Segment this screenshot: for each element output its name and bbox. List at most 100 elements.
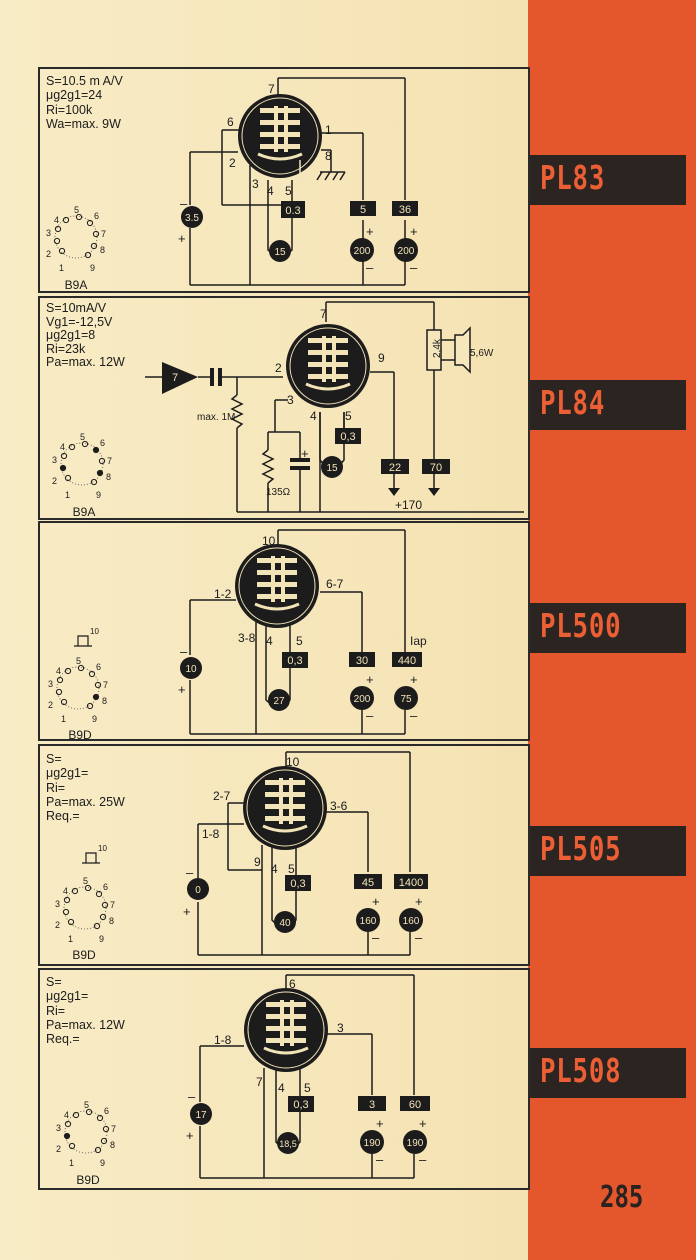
pin-label: 1-8	[202, 827, 220, 841]
tab-label-pl505: PL505	[540, 829, 622, 868]
svg-text:+: +	[372, 894, 380, 909]
heater-current-label: 0.3	[285, 205, 300, 217]
tab-pl508[interactable]	[530, 1048, 686, 1098]
grid-bias-label: 0	[195, 885, 201, 896]
svg-text:+: +	[415, 894, 423, 909]
svg-text:–: –	[410, 708, 418, 723]
spec-line: Vg1=-12,5V	[46, 314, 113, 329]
pin-label: 4	[310, 409, 317, 423]
pin-label: 4	[271, 862, 278, 876]
screen-current-label: 22	[389, 462, 401, 474]
specs-pl84: S=10mA/V Vg1=-12,5V μg2g1=8 Ri=23k Pa=ma…	[46, 301, 125, 370]
svg-text:2: 2	[56, 1144, 61, 1154]
svg-text:5: 5	[76, 656, 81, 666]
grid-bias-label: 17	[195, 1110, 207, 1121]
top-cap-icon: 10	[74, 627, 99, 647]
heater-voltage-label: 27	[273, 696, 285, 707]
pin-label: 4	[267, 184, 274, 198]
pin-label: 3-6	[330, 799, 348, 813]
svg-text:6: 6	[96, 662, 101, 672]
svg-text:9: 9	[96, 490, 101, 500]
svg-text:+: +	[366, 224, 374, 239]
tube-panel-pl84	[38, 296, 530, 520]
base-type-label: B9D	[68, 728, 92, 742]
tab-pl500[interactable]	[530, 603, 686, 653]
spec-line: μg2g1=	[46, 989, 89, 1004]
svg-text:–: –	[410, 260, 418, 275]
svg-text:8: 8	[106, 472, 111, 482]
svg-text:7: 7	[107, 456, 112, 466]
tab-pl505[interactable]	[530, 826, 686, 876]
screen-voltage-label: 160	[360, 916, 377, 927]
tab-pl84[interactable]	[530, 380, 686, 430]
specs-pl508: S= μg2g1= Ri= Pa=max. 12W Req.=	[46, 975, 125, 1046]
svg-text:7: 7	[110, 900, 115, 910]
svg-text:–: –	[186, 865, 194, 880]
tab-label-pl83: PL83	[540, 158, 606, 197]
base-type-label: B9D	[72, 948, 96, 962]
supply-voltage-label: +170	[395, 498, 422, 512]
svg-text:2: 2	[48, 700, 53, 710]
tube-panel-pl83	[38, 67, 530, 293]
svg-text:+: +	[410, 224, 418, 239]
svg-text:9: 9	[99, 934, 104, 944]
pin-label: 7	[320, 307, 327, 321]
grid-bias-label: 3.5	[185, 213, 199, 224]
svg-text:+: +	[186, 1128, 194, 1143]
svg-text:7: 7	[111, 1124, 116, 1134]
heater-voltage-label: 15	[326, 463, 338, 474]
svg-text:6: 6	[103, 882, 108, 892]
spec-line: Ri=100k	[46, 102, 93, 117]
pin-label: 5	[288, 862, 295, 876]
anode-current-caption: Iap	[410, 634, 427, 648]
base-type-label: B9A	[73, 505, 96, 519]
pin-label: 1	[325, 123, 332, 137]
pin-label: 7	[256, 1075, 263, 1089]
svg-text:4: 4	[63, 886, 68, 896]
svg-text:9: 9	[90, 263, 95, 273]
anode-current-label: 60	[409, 1099, 421, 1111]
screen-current-label: 45	[362, 877, 374, 889]
spec-line: Ri=	[46, 780, 66, 795]
tab-label-pl84: PL84	[540, 383, 606, 422]
pin-label: 2	[275, 361, 282, 375]
tube-panel-pl500	[38, 521, 530, 741]
spec-line: μg2g1=	[46, 766, 89, 781]
pin-label: 3	[287, 393, 294, 407]
pin-label: 9	[378, 351, 385, 365]
spec-line: S=	[46, 752, 62, 766]
svg-text:5: 5	[80, 432, 85, 442]
pin-label: 5	[304, 1081, 311, 1095]
spec-line: Req.=	[46, 1032, 80, 1047]
pin-label: 5	[285, 184, 292, 198]
screen-current-label: 30	[356, 655, 368, 667]
svg-text:–: –	[372, 930, 380, 945]
driver-label: 7	[172, 372, 178, 384]
pin-label: 2-7	[213, 789, 231, 803]
screen-voltage-label: 190	[364, 1138, 381, 1149]
svg-text:+: +	[183, 904, 191, 919]
tab-pl83[interactable]	[530, 155, 686, 205]
svg-text:1: 1	[61, 714, 66, 724]
svg-text:2: 2	[52, 476, 57, 486]
heater-current-label: 0,3	[340, 431, 355, 443]
pin-label: 9	[254, 855, 261, 869]
spec-line: Pa=max. 12W	[46, 1017, 125, 1032]
svg-text:+: +	[178, 231, 186, 246]
svg-text:5: 5	[74, 205, 79, 215]
spec-line: Ri=	[46, 1003, 66, 1018]
anode-voltage-label: 190	[407, 1138, 424, 1149]
pin-label: 8	[325, 149, 332, 163]
specs-pl83: S=10.5 m A/V μg2g1=24 Ri=100k Wa=max. 9W	[46, 74, 123, 131]
svg-text:7: 7	[103, 680, 108, 690]
anode-voltage-label: 200	[398, 246, 415, 257]
schematic-pl500: 10 1-2 6-7 3-8 4 5 Iap 0,3 30 440 10 – +…	[48, 529, 427, 742]
screen-current-label: 5	[360, 204, 366, 216]
anode-voltage-label: 160	[403, 916, 420, 927]
heater-voltage-label: 40	[279, 918, 291, 929]
tube-panel-pl508	[38, 968, 530, 1190]
anode-current-label: 440	[398, 655, 416, 667]
